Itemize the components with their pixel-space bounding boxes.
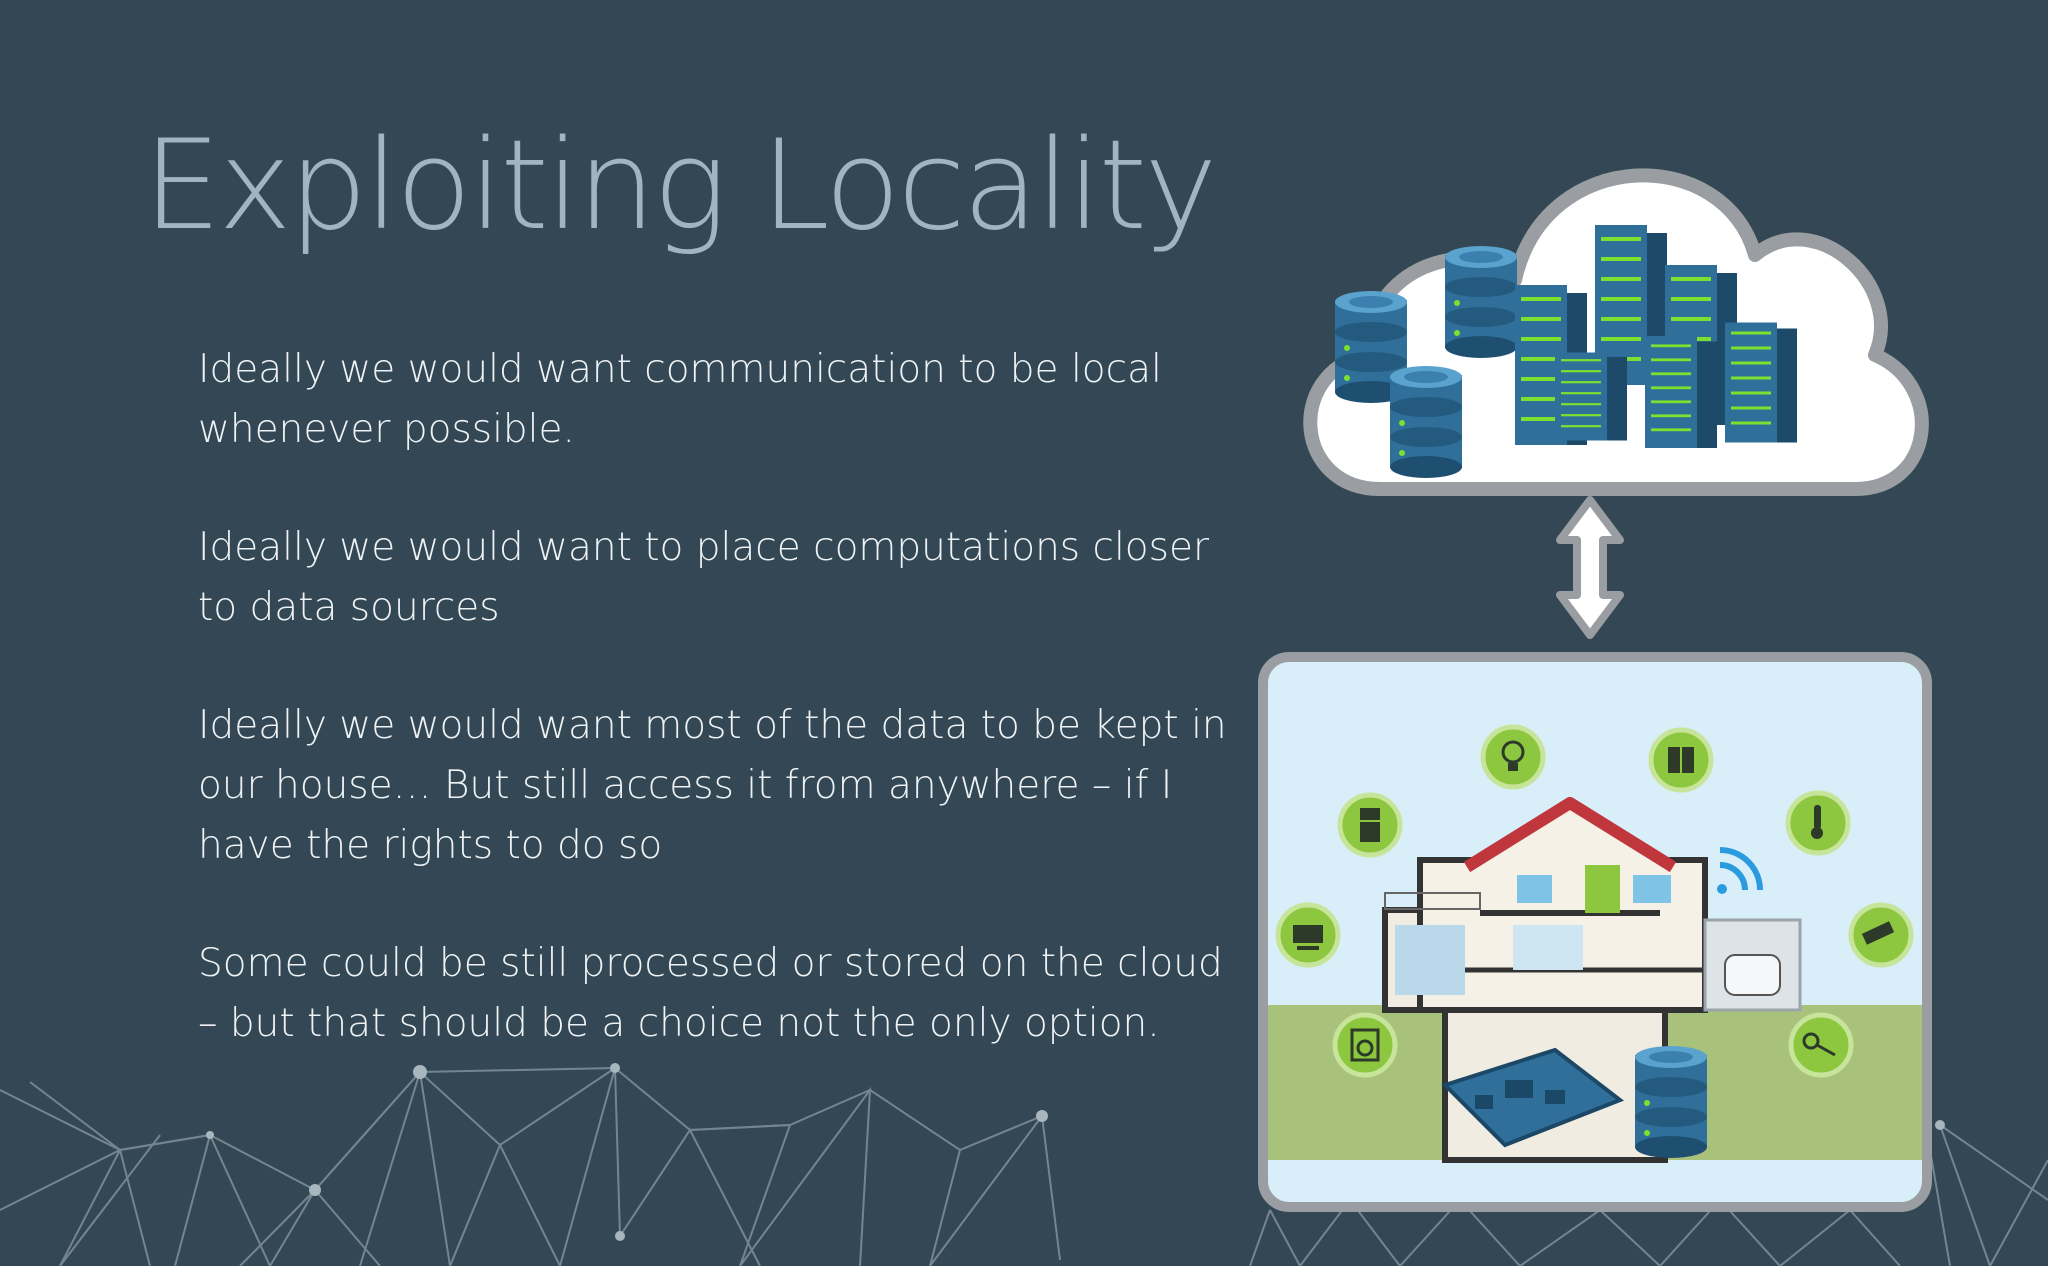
slide-title: Exploiting Locality <box>143 114 1218 258</box>
cloud-home-illustration <box>1258 168 1932 1212</box>
washing-machine-icon <box>1332 1012 1398 1078</box>
bullet-local-communication: Ideally we would want communication to b… <box>198 347 1162 452</box>
home-database-icon <box>1635 1046 1707 1158</box>
double-arrow-icon <box>1556 496 1624 639</box>
tv-icon <box>1275 902 1341 968</box>
key-icon <box>1788 1012 1854 1078</box>
lightbulb-icon <box>1480 724 1546 790</box>
bullet-data-at-home: Ideally we would want most of the data t… <box>198 703 1227 868</box>
camera-icon <box>1848 902 1914 968</box>
fridge-icon <box>1337 792 1403 858</box>
window-icon <box>1648 727 1714 793</box>
bullet-computation-placement: Ideally we would want to place computati… <box>198 525 1209 630</box>
bullet-cloud-option: Some could be still processed or stored … <box>198 941 1223 1046</box>
thermometer-icon <box>1785 790 1851 856</box>
smart-home-icon <box>1382 797 1802 1163</box>
circuit-board-icon <box>1441 1047 1625 1148</box>
bullet-list: Ideally we would want communication to b… <box>198 340 1238 1112</box>
